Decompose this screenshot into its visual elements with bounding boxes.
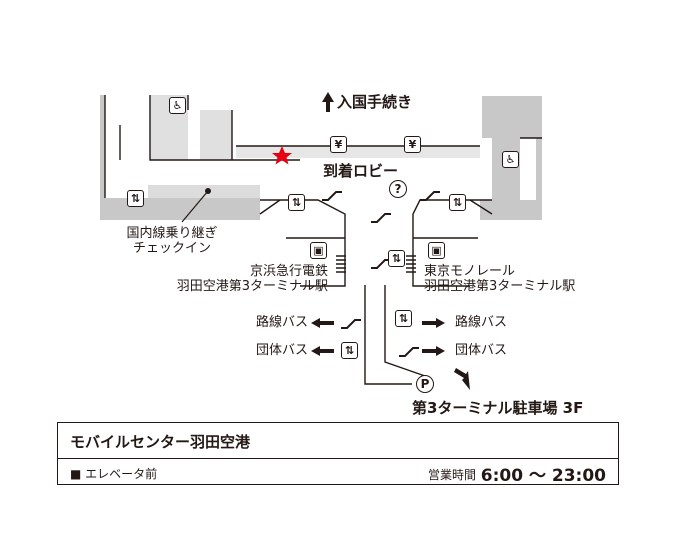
train-icon: ▣ xyxy=(310,242,327,259)
yen-icon: ¥ xyxy=(330,136,347,153)
info-box: モバイルセンター羽田空港 ■ エレベータ前 営業時間 6:00 〜 23:00 xyxy=(57,422,619,486)
hours-label: 営業時間 xyxy=(428,468,477,482)
stairs-icons xyxy=(336,255,416,273)
route-bus-left-label: 路線バス xyxy=(255,315,308,330)
domestic-leader xyxy=(181,188,211,223)
info-icon: ? xyxy=(389,180,407,198)
shop-location: ■ エレベータ前 xyxy=(70,467,158,481)
keikyu-station-label: 京浜急行電鉄 羽田空港第3ターミナル駅 xyxy=(176,264,328,294)
train-icon: ▣ xyxy=(428,242,445,259)
restroom-icon: ♿ xyxy=(502,151,519,168)
arrival-procedure-label: 入国手続き xyxy=(337,93,413,111)
elevator-icon: ⇅ xyxy=(449,194,466,211)
divider xyxy=(58,458,618,459)
group-bus-right-label: 団体バス xyxy=(455,343,508,358)
elevator-icon: ⇅ xyxy=(341,342,358,359)
yen-icon: ¥ xyxy=(404,136,421,153)
elevator-icon: ⇅ xyxy=(388,250,405,267)
escalator-icons xyxy=(322,191,440,357)
domestic-transfer-label: 国内線乗り継ぎ チェックイン xyxy=(126,226,218,256)
elevator-icon: ⇅ xyxy=(127,190,144,207)
elevator-icon: ⇅ xyxy=(288,194,305,211)
direction-arrows xyxy=(311,92,470,390)
arrival-lobby-label: 到着ロビー xyxy=(323,162,399,180)
group-bus-left-label: 団体バス xyxy=(255,343,308,358)
business-hours: 6:00 〜 23:00 xyxy=(480,466,606,486)
elevator-icon: ⇅ xyxy=(395,310,412,327)
current-location-star xyxy=(272,146,292,165)
parking-label: 第3ターミナル駐車場 3F xyxy=(412,399,584,417)
route-bus-right-label: 路線バス xyxy=(455,315,508,330)
shop-title: モバイルセンター羽田空港 xyxy=(70,433,251,451)
parking-icon: P xyxy=(416,375,434,393)
restroom-icon: ♿ xyxy=(169,97,186,114)
terminal-floor-map xyxy=(100,92,542,390)
monorail-station-label: 東京モノレール 羽田空港第3ターミナル駅 xyxy=(424,264,576,294)
